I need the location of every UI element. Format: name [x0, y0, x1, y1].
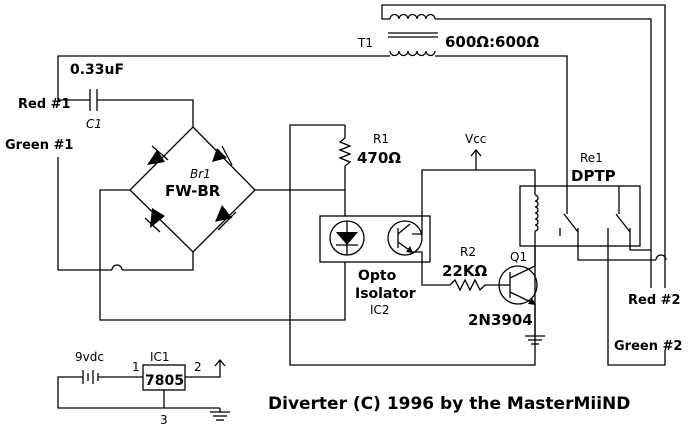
- bridge-value: FW-BR: [165, 182, 221, 200]
- green1-label: Green #1: [5, 138, 73, 153]
- wire-vcc: [412, 150, 477, 235]
- wire-r1-top: [289, 124, 536, 366]
- wire-ic1-out: [185, 360, 221, 378]
- r2-value: 22KΩ: [442, 262, 487, 280]
- wire-relay-contact-a: [577, 236, 656, 261]
- pin3-label: 3: [160, 413, 168, 427]
- wire-opto-emitter: [412, 251, 450, 286]
- bridge-rectifier: [129, 126, 256, 253]
- ground-q1: [525, 335, 545, 345]
- wire-t1-top-right: [435, 18, 652, 288]
- opto-led: [329, 220, 365, 256]
- ground-ic1: [210, 408, 230, 421]
- relay-re1: [519, 185, 641, 247]
- wire-bridge-left: [99, 189, 290, 321]
- ic1-ref: IC1: [150, 350, 170, 364]
- wire-t1-bottom-left: [57, 55, 390, 100]
- transformer-value: 600Ω:600Ω: [445, 33, 539, 51]
- opto-line2: Isolator: [355, 286, 416, 302]
- cap-value: 0.33uF: [70, 62, 124, 78]
- opto-line1: Opto: [358, 268, 397, 284]
- transformer-t1: [388, 13, 438, 57]
- wire-t1-top-left: [381, 4, 666, 288]
- wire-crossover-green1: [111, 264, 123, 271]
- transformer-ref: T1: [357, 36, 373, 50]
- wire-bridge-right: [255, 172, 346, 191]
- relay-value: DPTP: [571, 167, 616, 185]
- diagram-title: Diverter (C) 1996 by the MasterMiiND: [268, 394, 630, 414]
- r1-ref: R1: [373, 132, 389, 146]
- battery-9v: [82, 370, 99, 384]
- vcc-arrow-ic1: [214, 358, 226, 367]
- wire-relay-contact-b: [629, 236, 651, 251]
- vcc-label: Vcc: [465, 132, 486, 146]
- wire-relay-contact-c: [607, 236, 666, 366]
- red2-label: Red #2: [628, 293, 681, 308]
- resistor-r1: [338, 125, 352, 172]
- wire-t1-bottom-right: [435, 55, 568, 210]
- pin1-label: 1: [132, 360, 140, 374]
- wire-opto-to-bridge: [290, 262, 346, 321]
- cap-ref: C1: [86, 117, 102, 131]
- q1-ref: Q1: [510, 250, 527, 264]
- pin2-label: 2: [194, 360, 202, 374]
- relay-contacts: [559, 210, 631, 236]
- r1-value: 470Ω: [357, 149, 401, 167]
- relay-ref: Re1: [580, 151, 603, 165]
- wire-green1-to-bridge: [122, 252, 194, 271]
- r2-ref: R2: [460, 245, 476, 259]
- red1-label: Red #1: [18, 97, 71, 112]
- green2-label: Green #2: [614, 339, 682, 354]
- wire-cap-to-bridge: [97, 99, 194, 127]
- opto-isolator: [319, 215, 431, 263]
- wire-green1: [57, 157, 112, 271]
- bridge-ref: Br1: [190, 167, 211, 181]
- resistor-r2: [449, 278, 500, 292]
- transistor-q1: [498, 265, 538, 305]
- wire-battery-neg: [57, 376, 220, 409]
- battery-value: 9vdc: [75, 350, 104, 364]
- ic1-value: 7805: [145, 373, 184, 389]
- wire-vcc-relay: [476, 169, 536, 186]
- opto-phototransistor: [387, 220, 423, 256]
- relay-coil: [534, 194, 539, 232]
- capacitor-c1: [89, 89, 98, 111]
- wire-crossover-red2: [655, 254, 667, 261]
- opto-ref: IC2: [370, 303, 390, 317]
- q1-value: 2N3904: [468, 311, 533, 329]
